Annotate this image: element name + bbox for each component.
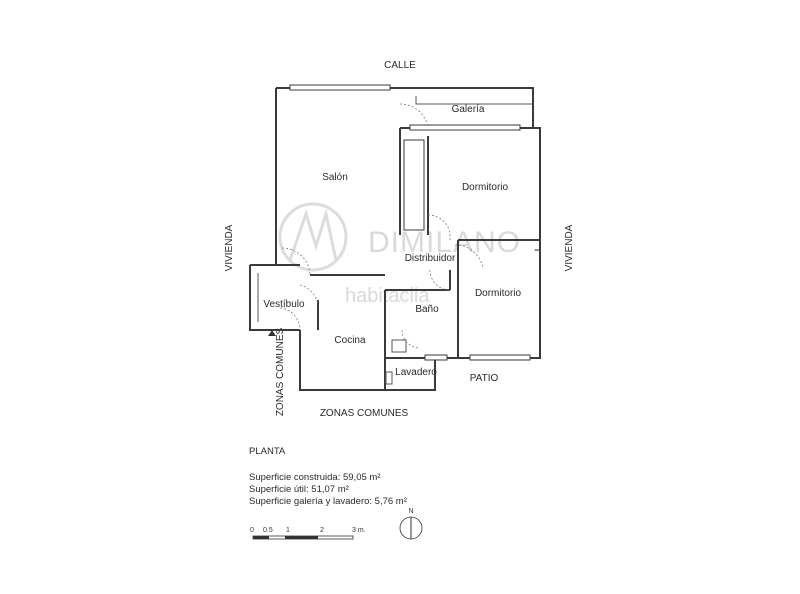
note-superficie-construida: Superficie construida: 59,05 m² [249, 472, 381, 483]
plan-title: PLANTA [249, 446, 286, 457]
label-vivienda-right: VIVIENDA [564, 224, 575, 271]
room-dormitorio-1: Dormitorio [462, 182, 509, 193]
room-distribuidor: Distribuidor [405, 253, 456, 264]
watermark-logo-m [288, 208, 338, 261]
label-vivienda-left: VIVIENDA [224, 224, 235, 271]
label-zonas-comunes-left: ZONAS COMUNES [275, 328, 286, 417]
note-superficie-util: Superficie útil: 51,07 m² [249, 484, 349, 495]
north-label: N [408, 508, 413, 515]
scale-tick-2: 1 [286, 527, 290, 534]
north-arrow-icon: N [399, 508, 423, 540]
scale-tick-3: 2 [320, 527, 324, 534]
room-salon: Salón [322, 172, 348, 183]
scale-bar: 0 0.5 1 2 3 m. [250, 527, 366, 540]
entrance-arrow-icon [268, 330, 276, 336]
room-cocina: Cocina [334, 335, 366, 346]
label-calle: CALLE [384, 60, 416, 71]
watermark-brand: DIMILANO [368, 226, 521, 259]
door-swings [279, 103, 484, 349]
label-zonas-comunes-bottom: ZONAS COMUNES [320, 408, 409, 419]
room-bano: Baño [415, 304, 439, 315]
scale-tick-4: 3 m. [352, 527, 366, 534]
scale-tick-1: 0.5 [263, 527, 273, 534]
room-vestibulo: Vestíbulo [263, 299, 305, 310]
windows [289, 84, 541, 361]
scale-tick-0: 0 [250, 527, 254, 534]
room-lavadero: Lavadero [395, 367, 437, 378]
plan-notes: PLANTA Superficie construida: 59,05 m² S… [249, 446, 407, 508]
room-galeria: Galería [452, 104, 485, 115]
note-superficie-galeria: Superficie galería y lavadero: 5,76 m² [249, 496, 407, 507]
watermark-logo-circle [278, 202, 348, 272]
label-patio: PATIO [470, 373, 499, 384]
room-dormitorio-2: Dormitorio [475, 288, 522, 299]
